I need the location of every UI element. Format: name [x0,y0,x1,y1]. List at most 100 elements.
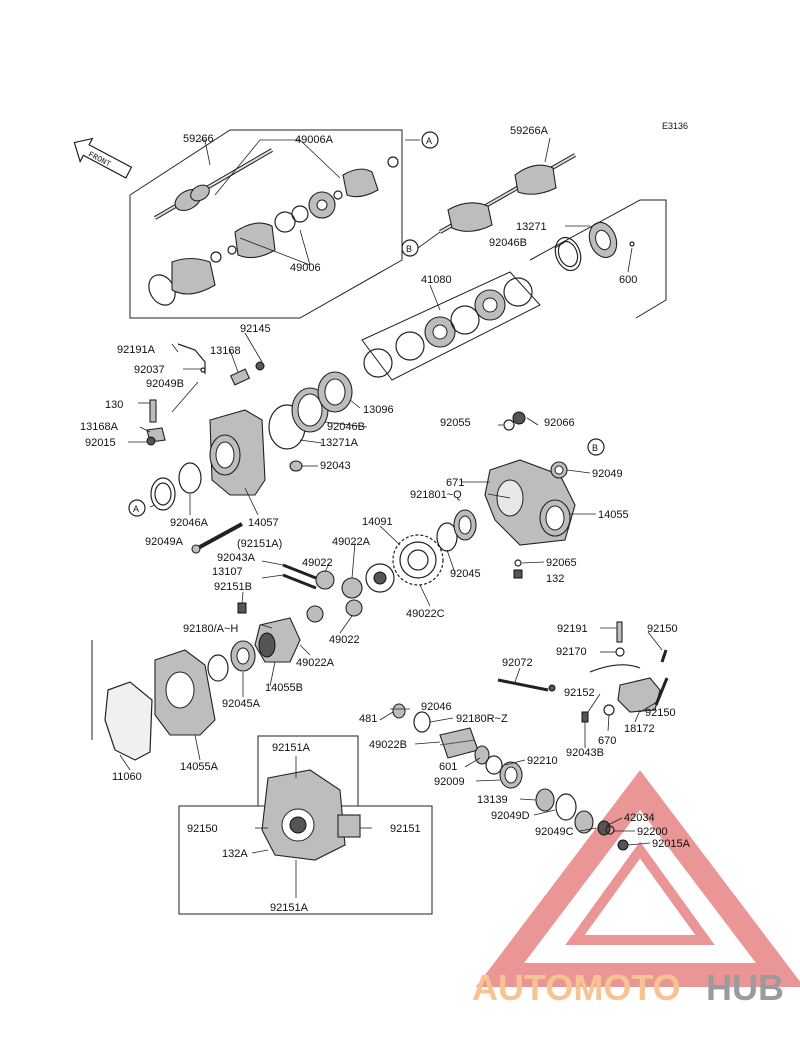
label-14055a: 14055A [180,761,219,773]
label-49022a: 49022A [296,657,335,669]
watermark-triangle-inner [565,841,715,945]
callout-a-mid-text: A [133,504,139,514]
label-13168: 13168 [210,345,241,357]
label-92151a-inset-bottom: 92151A [270,902,309,914]
actuator-group [497,621,669,748]
label-671: 671 [446,477,464,489]
label-92045a: 92045A [222,698,261,710]
label-132a: 132A [222,848,248,860]
label-92150-top: 92150 [647,623,678,635]
callout-b-mid: B [587,438,605,456]
label-92049a: 92049A [145,536,184,548]
drive-shaft-group-left [129,129,420,319]
label-49022a-top: 49022A [332,536,371,548]
label-92049c: 92049C [535,826,574,838]
label-92037: 92037 [134,364,165,376]
label-92210: 92210 [527,755,558,767]
label-49006a: 49006A [295,134,334,146]
label-92055: 92055 [440,417,471,429]
label-92170: 92170 [556,646,587,658]
label-92049b: 92049B [146,378,184,390]
label-13271: 13271 [516,221,547,233]
label-921801-q: 921801~Q [410,489,462,501]
label-601: 601 [439,761,457,773]
label-92046a: 92046A [170,517,209,529]
label-92180a-h: 92180/A~H [183,623,238,635]
label-92072: 92072 [502,657,533,669]
pinion-group [379,703,651,851]
label-92046: 92046 [421,701,452,713]
watermark-text-a: AUTOMOTO [472,967,681,1008]
label-92049: 92049 [592,468,623,480]
label-92015: 92015 [85,437,116,449]
label-92049d: 92049D [491,810,530,822]
label-92009: 92009 [434,776,465,788]
label-92043: 92043 [320,460,351,472]
label-49022: 49022 [302,557,333,569]
label-92151: 92151 [390,823,421,835]
housing-14057-group [128,332,368,554]
label-49022-b: 49022 [329,634,360,646]
label-481: 481 [359,713,377,725]
label-600: 600 [619,274,637,286]
front-arrow-icon: FRONT [73,137,133,179]
label-13271a: 13271A [320,437,359,449]
label-49022b: 49022B [369,739,407,751]
label-92046b: 92046B [327,421,365,433]
label-92191: 92191 [557,623,588,635]
label-13168a: 13168A [80,421,119,433]
label-41080: 41080 [421,274,452,286]
callout-a-mid: A [128,499,146,517]
label-49022c: 49022C [406,608,445,620]
label-14091: 14091 [362,516,393,528]
label-670: 670 [598,735,616,747]
callout-a-top-text: A [426,136,432,146]
label-92043b: 92043B [566,747,604,759]
label-92191a: 92191A [117,344,156,356]
watermark-text-b: HUB [706,967,784,1008]
diagram-code: E3136 [662,121,688,131]
label-13096: 13096 [363,404,394,416]
label-92152: 92152 [564,687,595,699]
label-132: 132 [546,573,564,585]
label-59266a: 59266A [510,125,549,137]
callout-b-top-text: B [406,244,412,254]
label-14055: 14055 [598,509,629,521]
label-92180r-z: 92180R~Z [456,713,508,725]
label-42034: 42034 [624,812,655,824]
housing-14055a-group [91,617,311,771]
callout-b-top: B [401,239,419,257]
label-92151b: 92151B [214,581,252,593]
watermark: AUTOMOTO HUB [472,770,800,1008]
callout-a-top: A [421,131,439,149]
gear-cluster-group [237,542,395,634]
label-49006: 49006 [290,262,321,274]
label-92151a-inset-top: 92151A [272,742,311,754]
label-92046b-top: 92046B [489,237,527,249]
label-59266: 59266 [183,133,214,145]
label-92145: 92145 [240,323,271,335]
label-92015a: 92015A [652,838,691,850]
label-92151a-paren: (92151A) [237,538,282,550]
callout-b-mid-text: B [592,443,598,453]
label-14055b: 14055B [265,682,303,694]
label-130: 130 [105,399,123,411]
drive-shaft-group-right [417,137,667,319]
label-13139: 13139 [477,794,508,806]
label-14057: 14057 [248,517,279,529]
clutch-pack-group [361,271,541,381]
label-92066: 92066 [544,417,575,429]
label-92045: 92045 [450,568,481,580]
watermark-triangle [475,770,800,987]
label-92150-mid: 92150 [645,707,676,719]
label-92065: 92065 [546,557,577,569]
label-92150-inset: 92150 [187,823,218,835]
label-13107: 13107 [212,566,243,578]
housing-14055-group [379,411,596,607]
inset-box [178,735,433,915]
label-92200: 92200 [637,826,668,838]
label-18172: 18172 [624,723,655,735]
label-92043a: 92043A [217,552,256,564]
label-11060: 11060 [112,771,142,783]
